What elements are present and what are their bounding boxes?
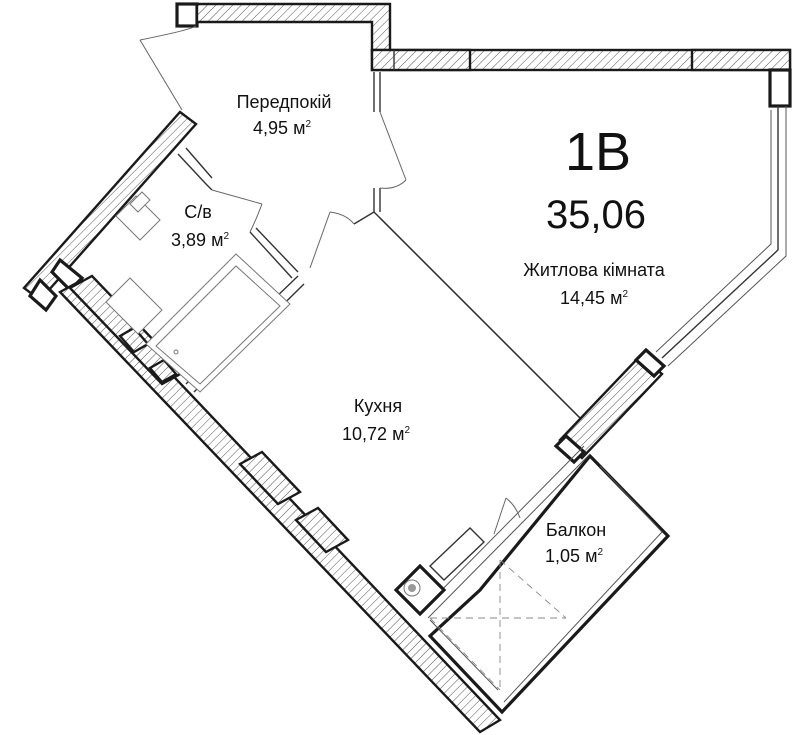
area-unit: м xyxy=(293,118,305,138)
area-unit-power: 2 xyxy=(622,289,628,300)
svg-text:4,95 м2: 4,95 м2 xyxy=(253,118,311,138)
window-kitchen-1 xyxy=(238,450,302,506)
room-area: 1,05 xyxy=(545,546,580,566)
balcony xyxy=(421,445,671,715)
room-area: 10,72 xyxy=(342,424,387,444)
window-top-right xyxy=(690,48,792,72)
window-kitchen-2 xyxy=(294,506,350,554)
total-area-label: 35,06 xyxy=(546,193,646,237)
room-area: 3,89 xyxy=(171,230,206,250)
area-unit-power: 2 xyxy=(404,425,410,436)
svg-text:1,05 м2: 1,05 м2 xyxy=(545,546,603,566)
toilet-icon xyxy=(115,195,161,241)
area-unit: м xyxy=(392,424,404,444)
area-unit: м xyxy=(585,546,597,566)
room-label-kitchen: Кухня 10,72 м2 xyxy=(342,396,410,444)
room-label-hall: Передпокій 4,95 м2 xyxy=(237,92,332,138)
room-name: Житлова кімната xyxy=(523,260,665,280)
entrance-wall xyxy=(175,2,392,54)
area-unit-power: 2 xyxy=(223,231,229,242)
svg-text:10,72 м2: 10,72 м2 xyxy=(342,424,410,444)
room-name: Передпокій xyxy=(237,92,332,112)
room-area: 14,45 xyxy=(560,288,605,308)
unit-type-label: 1В xyxy=(565,122,631,182)
room-name: Кухня xyxy=(354,396,402,416)
interior-walls xyxy=(177,72,587,425)
room-name: С/в xyxy=(184,202,212,222)
room-name: Балкон xyxy=(546,520,606,540)
room-area: 4,95 xyxy=(253,118,288,138)
room-label-living: Житлова кімната 14,45 м2 xyxy=(523,260,665,308)
top-exterior-wall xyxy=(370,48,792,108)
room-label-balcony: Балкон 1,05 м2 xyxy=(545,520,606,566)
glazing-right xyxy=(655,106,787,367)
living-balcony-wall xyxy=(553,347,667,465)
bathroom-fixtures xyxy=(105,191,291,393)
window-top-left xyxy=(370,48,472,72)
room-label-bath: С/в 3,89 м2 xyxy=(171,202,229,250)
area-unit-power: 2 xyxy=(597,547,603,558)
sink-icon xyxy=(105,277,163,335)
area-unit: м xyxy=(610,288,622,308)
area-unit-power: 2 xyxy=(305,119,311,130)
vent-shaft xyxy=(393,527,486,617)
svg-text:3,89 м2: 3,89 м2 xyxy=(171,230,229,250)
left-exterior-wall xyxy=(22,110,198,313)
area-unit: м xyxy=(211,230,223,250)
svg-text:14,45 м2: 14,45 м2 xyxy=(560,288,628,308)
kitchen-exterior-wall xyxy=(58,274,502,734)
doors xyxy=(139,25,521,535)
